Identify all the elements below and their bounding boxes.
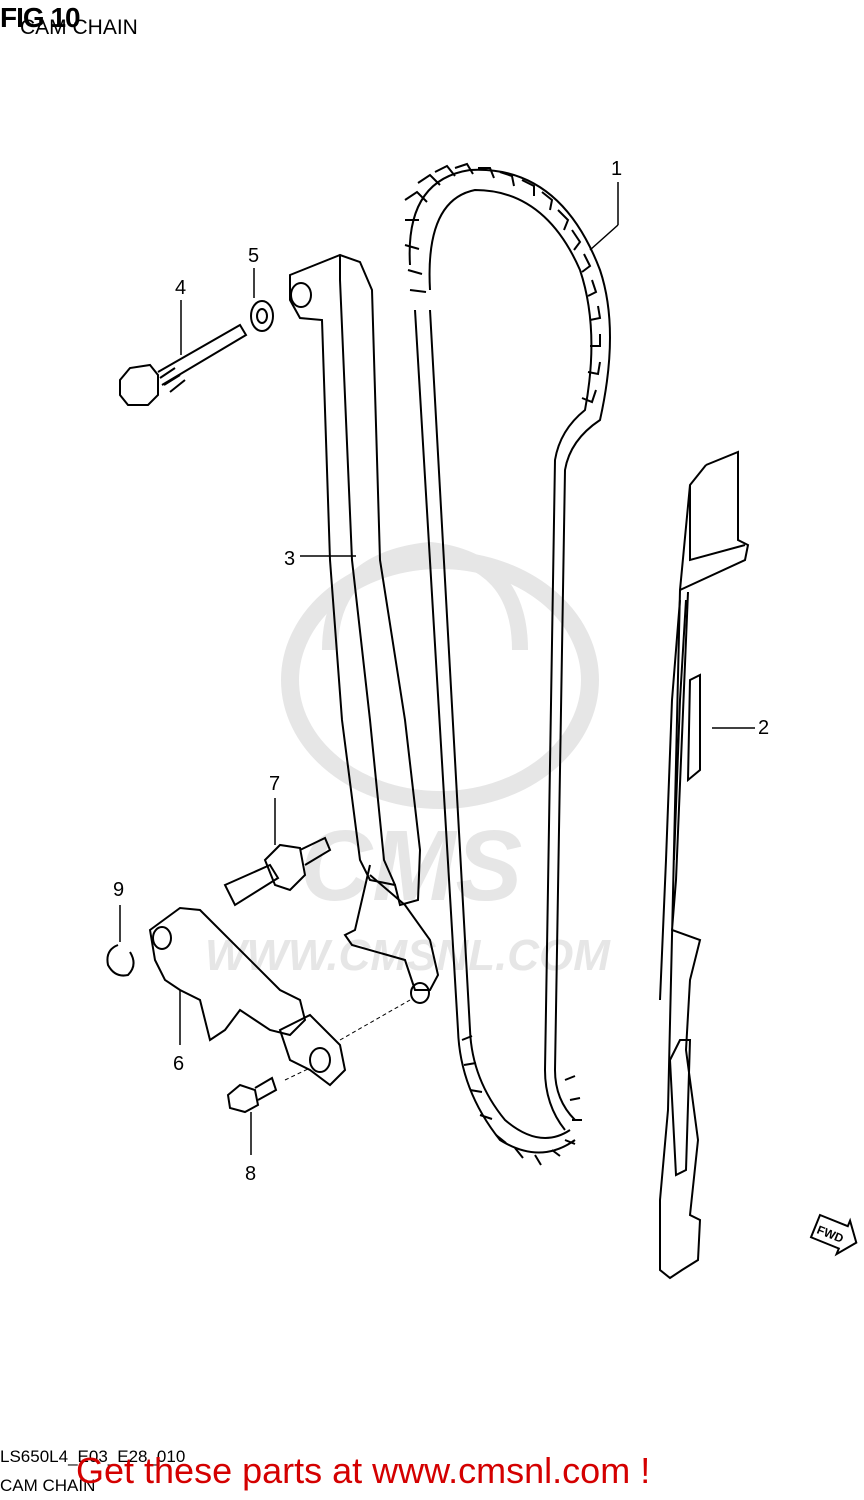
stud-7 bbox=[223, 798, 332, 907]
watermark-brand: CMS bbox=[300, 810, 522, 922]
figure-caption: CAM CHAIN bbox=[0, 1476, 96, 1495]
figure-subtitle: CAM CHAIN bbox=[20, 16, 138, 39]
watermark: CMS WWW.CMSNL.COM bbox=[205, 541, 611, 980]
callout-7: 7 bbox=[269, 773, 280, 795]
promo-link[interactable]: Get these parts at www.cmsnl.com ! bbox=[76, 1450, 651, 1491]
bolt-4 bbox=[119, 300, 248, 406]
front-guide bbox=[659, 450, 755, 1280]
watermark-url: WWW.CMSNL.COM bbox=[205, 931, 611, 980]
callout-3: 3 bbox=[284, 548, 295, 570]
bolt-8 bbox=[226, 1076, 278, 1155]
callout-6: 6 bbox=[173, 1053, 184, 1075]
tensioner-guide bbox=[289, 253, 440, 1004]
callout-2: 2 bbox=[758, 717, 769, 739]
callout-9: 9 bbox=[113, 879, 124, 901]
callout-8: 8 bbox=[245, 1163, 256, 1185]
callout-5: 5 bbox=[248, 245, 259, 267]
figure-code: LS650L4_E03_E28_010 bbox=[0, 1447, 186, 1466]
callout-4: 4 bbox=[175, 277, 186, 299]
washer-5 bbox=[250, 268, 274, 332]
cam-chain bbox=[404, 162, 619, 1166]
fwd-arrow: FWD bbox=[809, 1213, 858, 1257]
tensioner-adjuster bbox=[148, 906, 411, 1087]
circlip-9 bbox=[106, 905, 135, 977]
figure-title: FIG 10 bbox=[0, 2, 81, 33]
callout-1: 1 bbox=[611, 158, 622, 180]
